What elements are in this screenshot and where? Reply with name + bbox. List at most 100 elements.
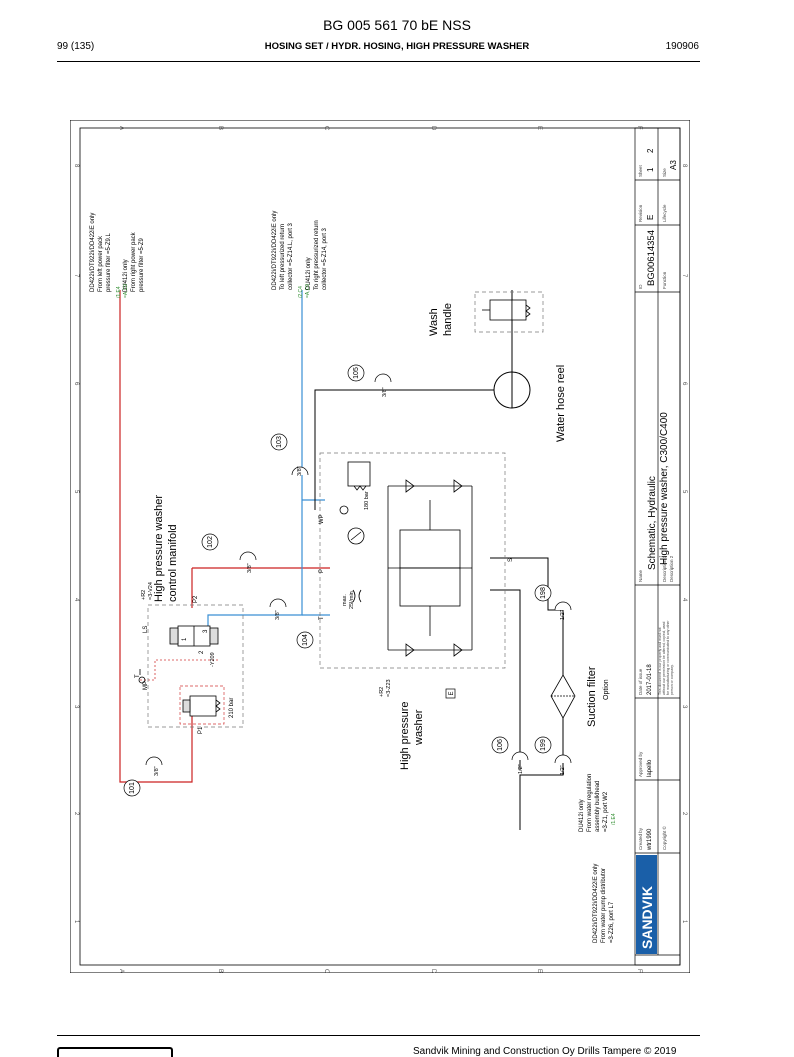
svg-text:From right power pack: From right power pack xyxy=(131,231,137,292)
col-label-top: D xyxy=(430,126,436,131)
col-label-top: C xyxy=(323,126,329,131)
drawing-id: BG00614354 xyxy=(646,230,657,286)
svg-text:ID: ID xyxy=(638,284,643,289)
svg-text:From water pump distributor: From water pump distributor xyxy=(601,868,607,943)
manifold-title: High pressure washer control manifold xyxy=(153,495,179,602)
footer-rule xyxy=(57,1035,700,1036)
svg-text:Copyright ©: Copyright © xyxy=(661,825,667,850)
frame-row-labels: 8 7 6 5 4 3 2 1 8 7 6 5 4 3 2 1 xyxy=(73,164,687,924)
port-ls: LS xyxy=(143,626,149,633)
svg-text:This document is our property: This document is our property and must n… xyxy=(658,627,662,695)
row-label-left: 8 xyxy=(73,164,79,168)
hose-balloon-101 xyxy=(123,779,141,797)
hose-size: 3/8" xyxy=(382,387,388,397)
svg-text:wtr1990: wtr1990 xyxy=(647,828,653,851)
hose-balloon-104 xyxy=(296,631,314,649)
svg-text:DD422i/DT922i/DD422iE only: DD422i/DT922i/DD422iE only xyxy=(90,213,96,292)
svg-text:1: 1 xyxy=(646,167,655,172)
wash-handle-valve xyxy=(482,299,531,321)
hose-size: 1/2" xyxy=(560,610,566,620)
header-rule xyxy=(57,61,700,62)
port-t: T xyxy=(135,674,141,678)
port-1: 1 xyxy=(182,637,188,641)
port-p: P xyxy=(319,569,325,573)
svg-text:DD422i/DT922i/DD422iE only: DD422i/DT922i/DD422iE only xyxy=(593,864,599,943)
hose-symbols xyxy=(145,373,572,766)
svg-text:2017-01-18: 2017-01-18 xyxy=(647,664,653,695)
hose-size: 3/8" xyxy=(297,466,303,476)
svg-text:=3-Z23: =3-Z23 xyxy=(386,679,392,697)
svg-text:Description 1: Description 1 xyxy=(662,555,667,582)
svg-text:+R2: +R2 xyxy=(379,687,385,697)
svg-text:DD422i/DT922i/DD422iE only: DD422i/DT922i/DD422iE only xyxy=(272,211,278,290)
col-label-bottom: A xyxy=(118,969,124,973)
port-t2: T xyxy=(319,616,325,620)
hose-id: 199 xyxy=(540,739,547,751)
svg-text:25l/min: 25l/min xyxy=(349,591,355,609)
header-doc-number: BG 005 561 70 bE NSS xyxy=(323,17,471,33)
svg-text:To right pressurized return: To right pressurized return xyxy=(314,220,320,290)
svg-text:lapello: lapello xyxy=(647,759,653,777)
washer-badge: E xyxy=(449,691,455,695)
svg-text:=3-Z1, port W2: =3-Z1, port W2 xyxy=(603,791,609,832)
svg-text:=A,C9: =A,C9 xyxy=(305,284,311,298)
port-p1: P1 xyxy=(198,726,204,734)
svg-text:High pressure washer: High pressure washer xyxy=(153,495,165,602)
svg-text:=3-V24: =3-V24 xyxy=(148,582,154,600)
svg-text:=A,C9: =A,C9 xyxy=(123,284,129,298)
hose-balloon-199 xyxy=(534,736,552,754)
xref-top-left: /1.E4 =A,C9 xyxy=(116,284,129,298)
row-label-left: 6 xyxy=(73,382,79,386)
row-label-left: 2 xyxy=(73,812,79,816)
row-label-right: 5 xyxy=(681,490,687,494)
hose-size: 3/8" xyxy=(275,610,281,620)
drawing-name: Schematic, Hydraulic xyxy=(647,476,658,570)
washer-title: High pressure washer xyxy=(399,702,425,770)
svg-text:DU412i only: DU412i only xyxy=(579,799,585,832)
suction-filter-label: Suction filter xyxy=(586,666,598,727)
schematic-sheet: A B C D E F A B C D E F 8 7 6 5 4 3 2 1 … xyxy=(69,119,691,974)
valve-pilot-box xyxy=(179,685,225,725)
hose-balloon-105 xyxy=(347,364,365,382)
svg-text:From left power pack: From left power pack xyxy=(98,235,104,292)
check-valve xyxy=(339,505,349,515)
svg-text:handle: handle xyxy=(442,303,454,336)
footer-copyright: Sandvik Mining and Construction Oy Drill… xyxy=(413,1046,677,1057)
header-section: HOSING SET / HYDR. HOSING, HIGH PRESSURE… xyxy=(264,41,530,52)
drawing-description: High pressure washer, C300/C400 xyxy=(659,412,670,565)
pressure-gauge xyxy=(347,527,365,545)
svg-text:person or company.: person or company. xyxy=(670,664,674,695)
svg-text:Sheet: Sheet xyxy=(638,164,643,177)
svg-text:/1.E4: /1.E4 xyxy=(116,286,122,298)
pressure-line xyxy=(119,290,330,783)
title-block-values: wtr1990 lapello 2017-01-18 E 1 2 A3 xyxy=(646,148,678,851)
relief-bar-label: 180 bar xyxy=(364,491,370,510)
directional-valve xyxy=(169,625,219,647)
title-block xyxy=(634,127,681,966)
svg-text:Lifecycle: Lifecycle xyxy=(662,204,667,222)
svg-text:Revision: Revision xyxy=(638,204,643,222)
svg-text:Wash: Wash xyxy=(428,308,440,336)
col-label-top: E xyxy=(536,126,542,130)
port-2: 2 xyxy=(199,650,205,654)
header-page: 99 (135) xyxy=(57,41,95,52)
svg-text:pressure filter =5-Z9: pressure filter =5-Z9 xyxy=(139,237,145,292)
svg-text:Date of issue: Date of issue xyxy=(638,668,643,695)
row-label-left: 7 xyxy=(73,274,79,278)
svg-text:/1.E4: /1.E4 xyxy=(611,813,617,825)
hose-size: 3/8" xyxy=(154,766,160,776)
row-label-left: 5 xyxy=(73,490,79,494)
svg-text:max.: max. xyxy=(342,594,348,606)
title-block-disclaimer: This document is our property and must n… xyxy=(658,620,674,695)
frame-outer xyxy=(69,119,691,974)
svg-text:Name: Name xyxy=(638,569,643,582)
svg-text:DU412i only: DU412i only xyxy=(123,259,129,292)
hose-balloon-102 xyxy=(201,533,219,551)
note-top-mid: DD422i/DT922i/DD422iE only To left press… xyxy=(272,211,328,290)
svg-text:without our permission be alte: without our permission be altered, copie… xyxy=(662,622,666,695)
port-wp: WP xyxy=(319,514,325,524)
wash-handle-label: Wash handle xyxy=(428,303,454,336)
flow-limit-label: max. 25l/min xyxy=(342,591,355,609)
col-label-bottom: D xyxy=(430,969,436,973)
hose-id: 101 xyxy=(129,782,136,794)
